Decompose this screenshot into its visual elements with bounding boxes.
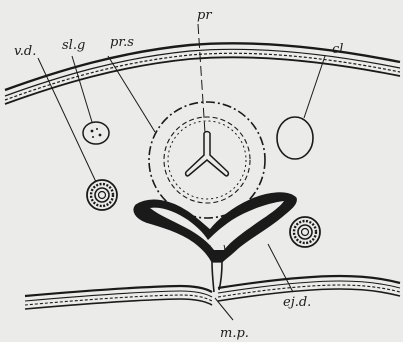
label-vd: v.d. [14,44,36,59]
salivary-gland [83,122,109,144]
label-prs: pr.s [110,35,134,50]
label-pr: pr [197,8,212,23]
label-cl: cl [332,42,343,57]
vas-deferens-right [290,217,320,247]
ventral-body-wall-left [25,286,212,309]
label-slg: sl.g [62,38,85,53]
proboscis-lumen [186,132,229,177]
label-ejd: ej.d. [283,295,311,310]
label-mp: m.p. [220,326,249,341]
vas-deferens-left [87,180,117,210]
cl-oval [277,117,313,159]
leader-lines [38,24,325,320]
